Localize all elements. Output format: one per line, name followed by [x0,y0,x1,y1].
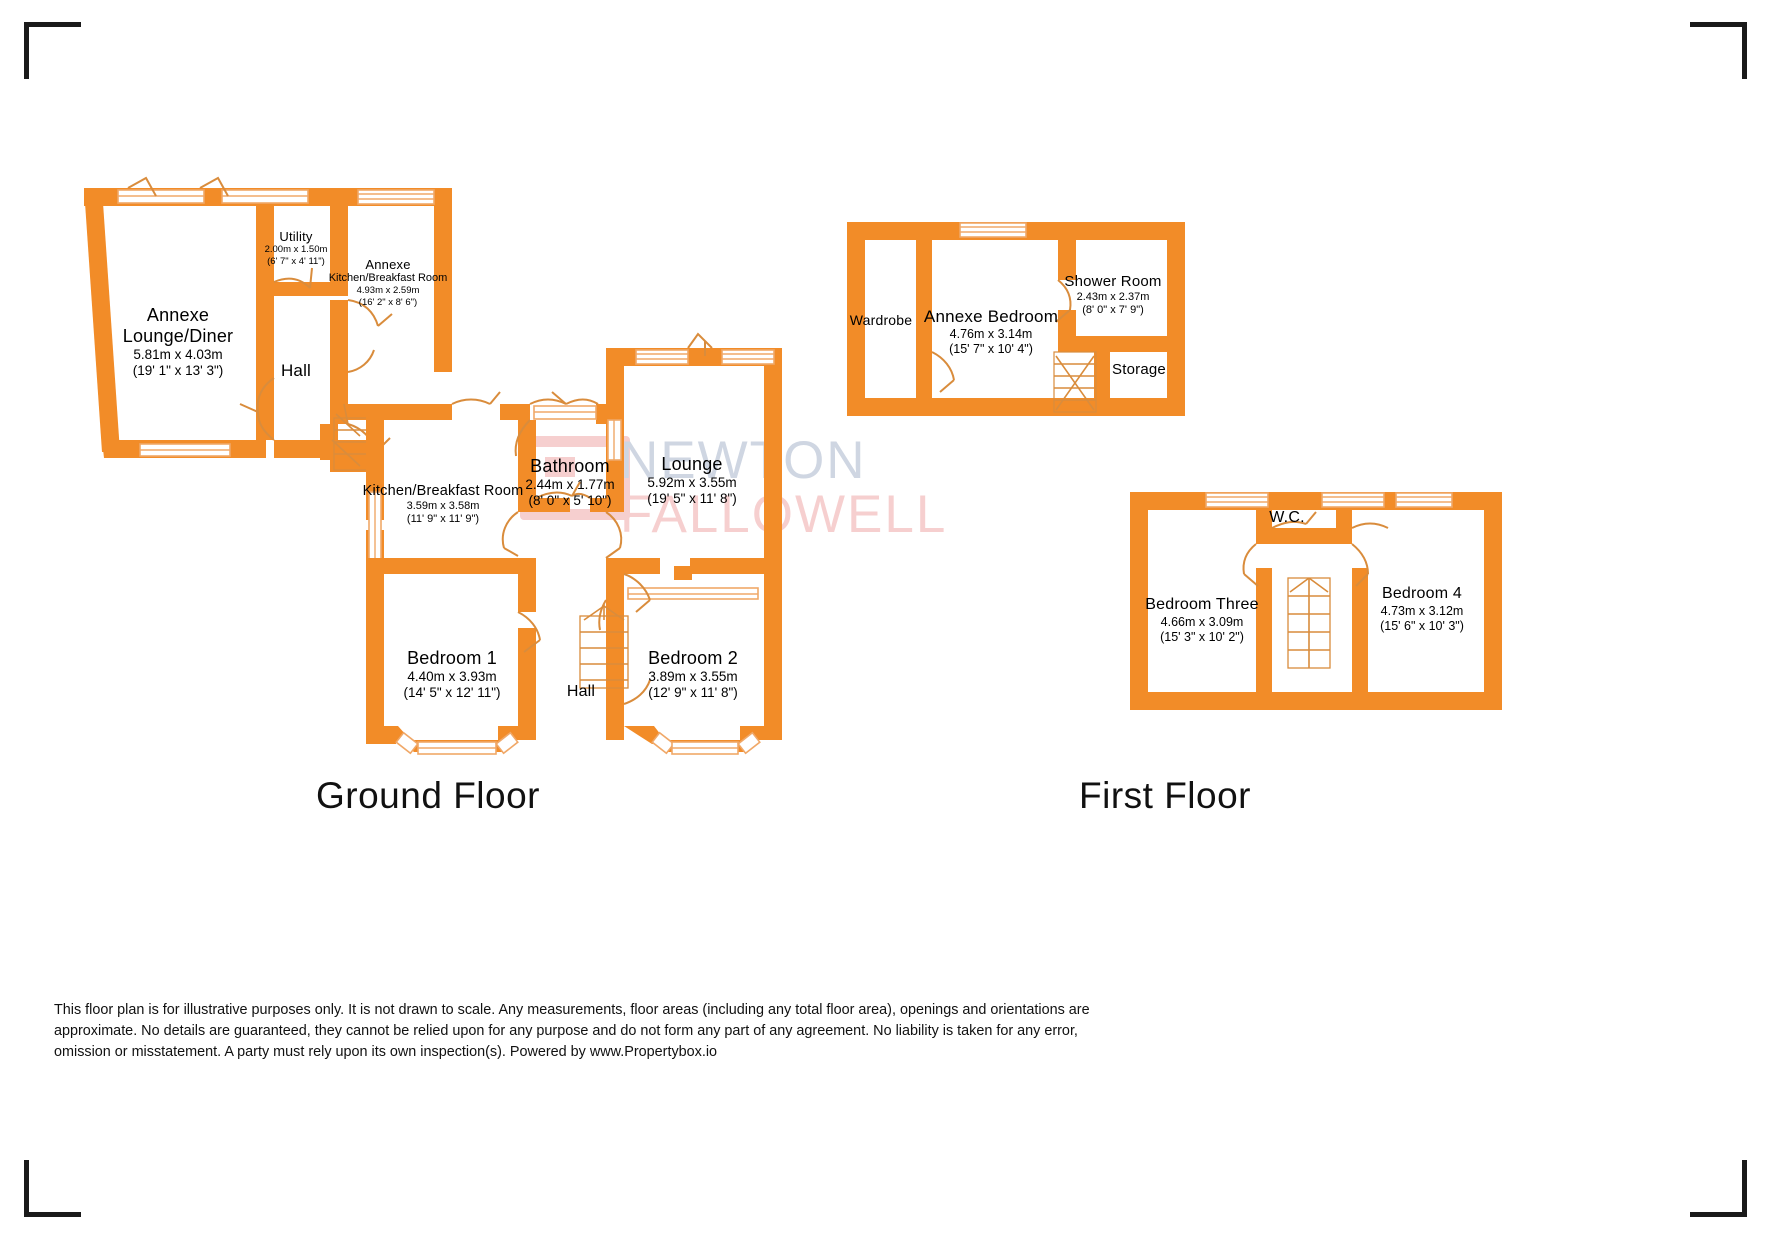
room-label-annexe-bedroom: Annexe Bedroom 4.76m x 3.14m (15' 7" x 1… [924,307,1058,357]
stairs-annexe-first-floor [1053,351,1097,413]
corner-mark-top-right [1690,22,1747,79]
room-dimension-imperial: (8' 0" x 5' 10") [528,493,612,509]
room-name: Wardrobe [849,312,913,328]
room-name: Bedroom 1 [407,648,497,668]
room-label-bedroom-1: Bedroom 1 4.40m x 3.93m (14' 5" x 12' 11… [403,648,500,701]
first-floor-annexe-plan [847,222,1185,416]
room-dimension-imperial: (15' 6" x 10' 3") [1380,618,1464,633]
room-label-lounge: Lounge 5.92m x 3.55m (19' 5" x 11' 8") [647,454,737,507]
room-dimension-metric: 4.40m x 3.93m [407,669,497,685]
room-dimension-imperial: (8' 0" x 7' 9") [1082,303,1144,316]
room-label-annexe-kitchen-breakfast: Annexe Kitchen/Breakfast Room 4.93m x 2.… [329,257,448,308]
room-dimension-metric: 4.66m x 3.09m [1160,614,1244,629]
room-dimension-imperial: (15' 3" x 10' 2") [1160,629,1244,644]
room-name: Bedroom 2 [648,648,738,668]
stairs-first-floor-main [1287,577,1331,669]
first-floor-main-plan [1130,492,1502,710]
room-dimension-metric: 2.00m x 1.50m [264,244,328,256]
room-label-bathroom: Bathroom 2.44m x 1.77m (8' 0" x 5' 10") [525,456,614,509]
room-name: Lounge [661,454,723,474]
room-name: Shower Room [1064,273,1162,290]
room-label-wc: W.C. [1269,509,1304,528]
room-label-hall-annexe: Hall [281,361,311,381]
stairs-main-hall [579,604,629,689]
floor-title-first: First Floor [1079,775,1251,816]
room-name: Utility [279,229,313,244]
room-dimension-metric: 5.81m x 4.03m [133,347,223,363]
room-label-storage: Storage [1112,361,1166,379]
room-name: Kitchen/Breakfast Room [362,483,524,499]
room-dimension-imperial: (6' 7" x 4' 11") [267,255,325,267]
room-name: Annexe Bedroom [923,307,1059,326]
room-name-second-line: Lounge/Diner [122,326,234,347]
room-label-hall-main: Hall [567,683,595,702]
room-name: Annexe [365,257,411,272]
room-dimension-metric: 3.89m x 3.55m [648,669,738,685]
room-label-bedroom-4: Bedroom 4 4.73m x 3.12m (15' 6" x 10' 3"… [1380,585,1464,633]
room-name: Bedroom Three [1145,596,1259,613]
corner-mark-top-left [24,22,81,79]
floor-title-ground: Ground Floor [316,775,540,816]
room-name: Annexe [146,305,210,325]
room-dimension-metric: 4.73m x 3.12m [1380,603,1464,618]
room-name: Bathroom [530,456,610,476]
room-label-annexe-lounge-diner: Annexe Lounge/Diner 5.81m x 4.03m (19' 1… [123,305,233,379]
room-dimension-imperial: (14' 5" x 12' 11") [403,685,501,701]
room-dimension-metric: 4.93m x 2.59m [356,285,420,297]
room-dimension-metric: 3.59m x 3.58m [406,500,480,513]
room-label-bedroom-three: Bedroom Three 4.66m x 3.09m (15' 3" x 10… [1145,596,1258,644]
corner-mark-bottom-right [1690,1160,1747,1217]
room-name: Hall [566,683,596,700]
room-dimension-metric: 4.76m x 3.14m [949,327,1033,342]
room-name-second-line: Kitchen/Breakfast Room [328,272,448,285]
room-dimension-metric: 5.92m x 3.55m [647,475,737,491]
room-name: Storage [1112,361,1166,378]
room-dimension-imperial: (19' 5" x 11' 8") [647,491,737,507]
room-name: Bedroom 4 [1381,585,1463,602]
room-dimension-imperial: (15' 7" x 10' 4") [949,341,1033,356]
room-dimension-metric: 2.44m x 1.77m [525,477,615,493]
room-label-wardrobe: Wardrobe [850,312,913,329]
room-label-utility: Utility 2.00m x 1.50m (6' 7" x 4' 11") [265,229,328,267]
room-dimension-imperial: (11' 9" x 11' 9") [406,513,480,526]
room-name: Hall [280,361,312,380]
room-label-shower-room: Shower Room 2.43m x 2.37m (8' 0" x 7' 9"… [1064,273,1161,317]
ground-floor-plan [84,176,782,755]
room-dimension-imperial: (19' 1" x 13' 3") [132,363,224,379]
disclaimer-text: This floor plan is for illustrative purp… [54,1002,1090,1060]
corner-mark-bottom-left [24,1160,81,1217]
room-label-bedroom-2: Bedroom 2 3.89m x 3.55m (12' 9" x 11' 8"… [648,648,738,701]
room-name: W.C. [1269,509,1305,526]
room-label-kitchen-breakfast: Kitchen/Breakfast Room 3.59m x 3.58m (11… [363,483,524,526]
room-dimension-imperial: (12' 9" x 11' 8") [648,685,738,701]
room-dimension-metric: 2.43m x 2.37m [1076,290,1150,303]
room-dimension-imperial: (16' 2" x 8' 6") [358,296,418,308]
